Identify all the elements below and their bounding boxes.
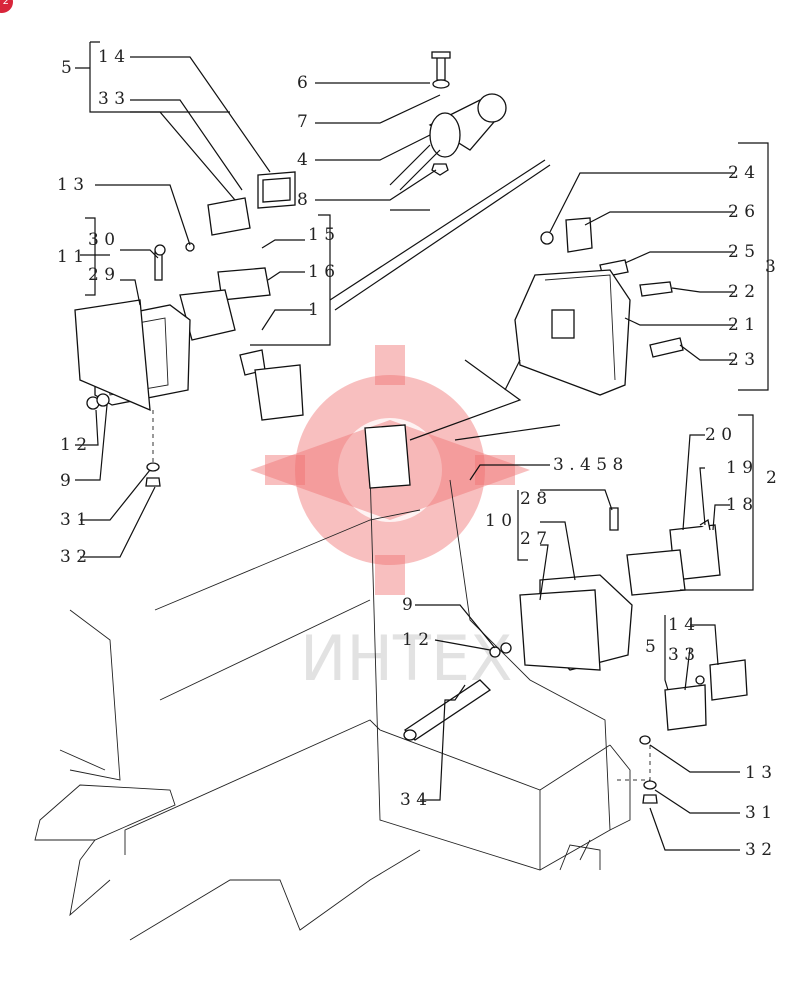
callout-15: 1 5 (308, 225, 335, 245)
callout-25: 2 5 (728, 242, 755, 262)
callout-31b: 3 1 (745, 803, 772, 823)
callout-2: 2 (766, 468, 777, 488)
callout-labels: 5 1 4 3 3 6 7 4 8 1 3 3 0 1 1 2 9 1 5 1 … (57, 47, 777, 860)
callout-33b: 3 3 (668, 645, 695, 665)
callout-20: 2 0 (705, 425, 732, 445)
callout-9b: 9 (402, 595, 413, 615)
callout-30: 3 0 (88, 230, 115, 250)
callout-5: 5 (61, 58, 72, 78)
callout-24: 2 4 (728, 163, 755, 183)
callout-11: 1 1 (57, 247, 84, 267)
callout-33: 3 3 (98, 89, 125, 109)
callout-6: 6 (297, 73, 308, 93)
callout-22: 2 2 (728, 282, 755, 302)
callout-13b: 1 3 (745, 763, 772, 783)
leader-lines (75, 41, 769, 851)
callout-34: 3 4 (400, 790, 427, 810)
callout-9: 9 (60, 471, 71, 491)
wiring-harness (329, 159, 561, 441)
corner-badge: 2 (0, 0, 13, 13)
callout-1: 1 (308, 300, 319, 320)
callout-32: 3 2 (60, 547, 87, 567)
callout-12: 1 2 (60, 435, 87, 455)
callout-14b: 1 4 (668, 615, 695, 635)
callout-28: 2 8 (520, 489, 547, 509)
callout-18: 1 8 (726, 495, 753, 515)
callout-16: 1 6 (308, 262, 335, 282)
callout-3: 3 (765, 257, 776, 277)
power-socket (389, 51, 507, 191)
callout-4: 4 (297, 150, 308, 170)
tractor-body (34, 469, 631, 941)
callout-8: 8 (297, 190, 308, 210)
callout-10: 1 0 (485, 511, 512, 531)
callout-7: 7 (297, 112, 308, 132)
callout-32b: 3 2 (745, 840, 772, 860)
callout-14: 1 4 (98, 47, 125, 67)
right-upper-lamp (504, 217, 684, 396)
callout-23: 2 3 (728, 350, 755, 370)
callout-13: 1 3 (57, 175, 84, 195)
callout-5b: 5 (645, 637, 656, 657)
callout-19: 1 9 (726, 458, 753, 478)
callout-21: 2 1 (728, 315, 755, 335)
right-lower-lamp (489, 507, 748, 804)
callout-26: 2 6 (728, 202, 755, 222)
callout-3-458: 3 . 4 5 8 (553, 455, 623, 475)
callout-12b: 1 2 (402, 630, 429, 650)
callout-29: 2 9 (88, 265, 115, 285)
callout-27: 2 7 (520, 529, 547, 549)
left-work-lamp (74, 171, 411, 489)
callout-31: 3 1 (60, 510, 87, 530)
